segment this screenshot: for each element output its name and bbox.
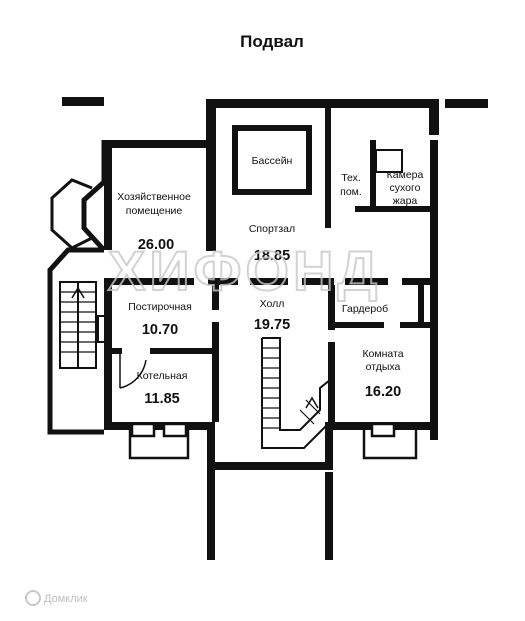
room-boiler-name: Котельная	[137, 370, 188, 382]
boiler-door	[119, 354, 147, 389]
room-hall: Холл 19.75	[254, 298, 290, 333]
room-gym: Спортзал 18.85	[249, 223, 295, 264]
room-pool-name: Бассейн	[252, 155, 293, 167]
room-tech-name: Тех.	[341, 172, 361, 184]
room-pool: Бассейн	[252, 155, 293, 167]
room-rest-name: Комната	[362, 348, 403, 360]
left-stair-tower	[47, 140, 109, 435]
room-boiler: Котельная 11.85	[137, 370, 188, 407]
domclick-logo-icon	[25, 590, 41, 606]
central-stair	[261, 337, 331, 449]
room-wardrobe: Гардероб	[342, 303, 388, 315]
source-mark: Домклик	[25, 590, 88, 606]
room-utility-name: Хозяйственное	[117, 191, 191, 203]
room-sauna-name: жара	[393, 195, 418, 207]
room-laundry: Постирочная 10.70	[128, 301, 192, 338]
room-rest-name: отдыха	[366, 361, 401, 373]
plan-title: Подвал	[240, 32, 304, 51]
room-utility-area: 26.00	[138, 237, 174, 253]
room-gym-area: 18.85	[254, 248, 290, 264]
room-hall-name: Холл	[260, 298, 285, 310]
room-tech: Тех. пом.	[340, 172, 362, 198]
watermark: ХИФОНД	[108, 239, 381, 302]
room-gym-name: Спортзал	[249, 223, 295, 235]
walls	[62, 97, 488, 560]
room-hall-area: 19.75	[254, 317, 290, 333]
room-utility-name: помещение	[126, 205, 183, 217]
room-rest-area: 16.20	[365, 384, 401, 400]
room-wardrobe-name: Гардероб	[342, 303, 388, 315]
room-tech-name: пом.	[340, 186, 362, 198]
room-laundry-area: 10.70	[142, 322, 178, 338]
room-laundry-name: Постирочная	[128, 301, 192, 313]
room-utility: Хозяйственное помещение 26.00	[117, 191, 191, 253]
room-boiler-area: 11.85	[144, 391, 180, 407]
room-sauna-name: Камера	[387, 169, 424, 181]
source-mark-text: Домклик	[44, 593, 88, 605]
light-wells	[128, 422, 418, 460]
room-sauna-name: сухого	[390, 182, 421, 194]
